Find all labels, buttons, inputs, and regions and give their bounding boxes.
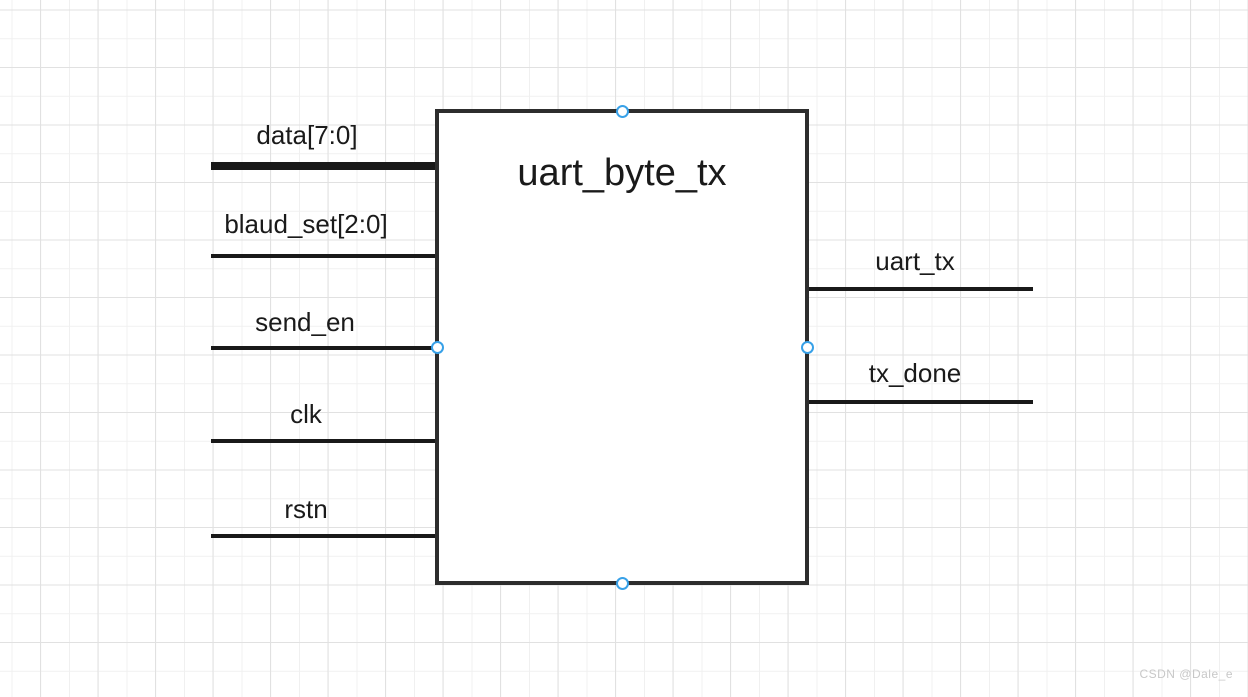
wire-tx-done[interactable] — [807, 400, 1033, 404]
wire-data-bus[interactable] — [211, 162, 437, 170]
port-label-uart-tx: uart_tx — [875, 246, 955, 276]
port-label-send-en: send_en — [255, 307, 355, 337]
wire-uart-tx[interactable] — [807, 287, 1033, 291]
port-label-tx-done: tx_done — [868, 358, 962, 388]
watermark: CSDN @Dale_e — [1139, 667, 1233, 681]
port-label-rstn: rstn — [284, 494, 328, 524]
wire-rstn[interactable] — [211, 534, 437, 538]
wire-blaud-set[interactable] — [211, 254, 437, 258]
connection-handle-left-icon[interactable] — [430, 340, 444, 354]
connection-handle-bottom-icon[interactable] — [615, 576, 629, 590]
module-box[interactable] — [435, 109, 809, 585]
wire-clk[interactable] — [211, 439, 437, 443]
module-title: uart_byte_tx — [517, 152, 727, 194]
port-label-data: data[7:0] — [256, 120, 358, 150]
port-label-blaud-set: blaud_set[2:0] — [224, 209, 388, 239]
port-label-clk: clk — [290, 399, 322, 429]
connection-handle-top-icon[interactable] — [615, 104, 629, 118]
wire-send-en[interactable] — [211, 346, 437, 350]
connection-handle-right-icon[interactable] — [800, 340, 814, 354]
